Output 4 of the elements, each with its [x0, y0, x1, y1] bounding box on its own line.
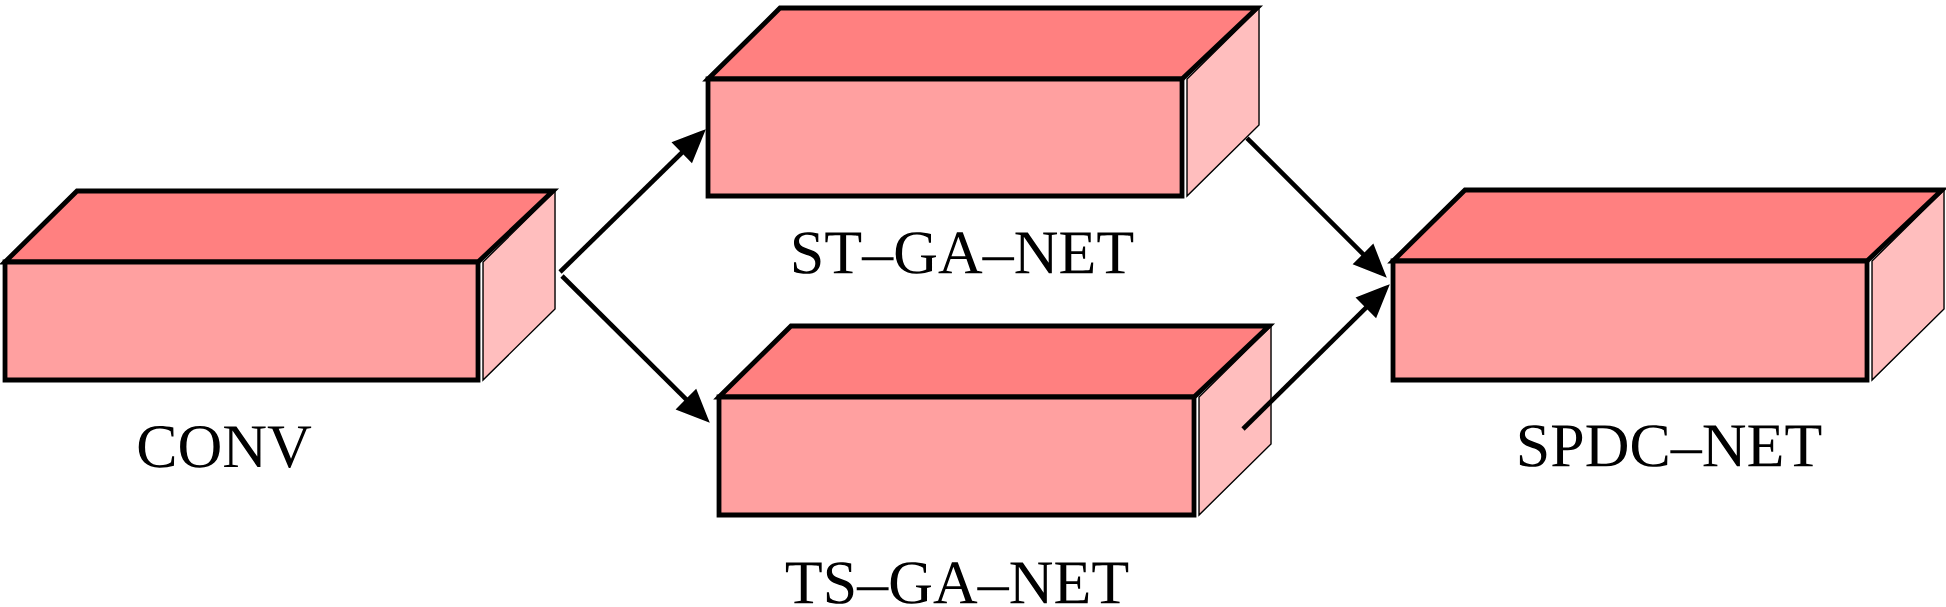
block-label: CONV — [138, 426, 312, 468]
block-label: TS–GA–NET — [785, 562, 1129, 604]
block-label: SPDC–NET — [1519, 425, 1822, 467]
block-label: ST–GA–NET — [793, 232, 1134, 274]
